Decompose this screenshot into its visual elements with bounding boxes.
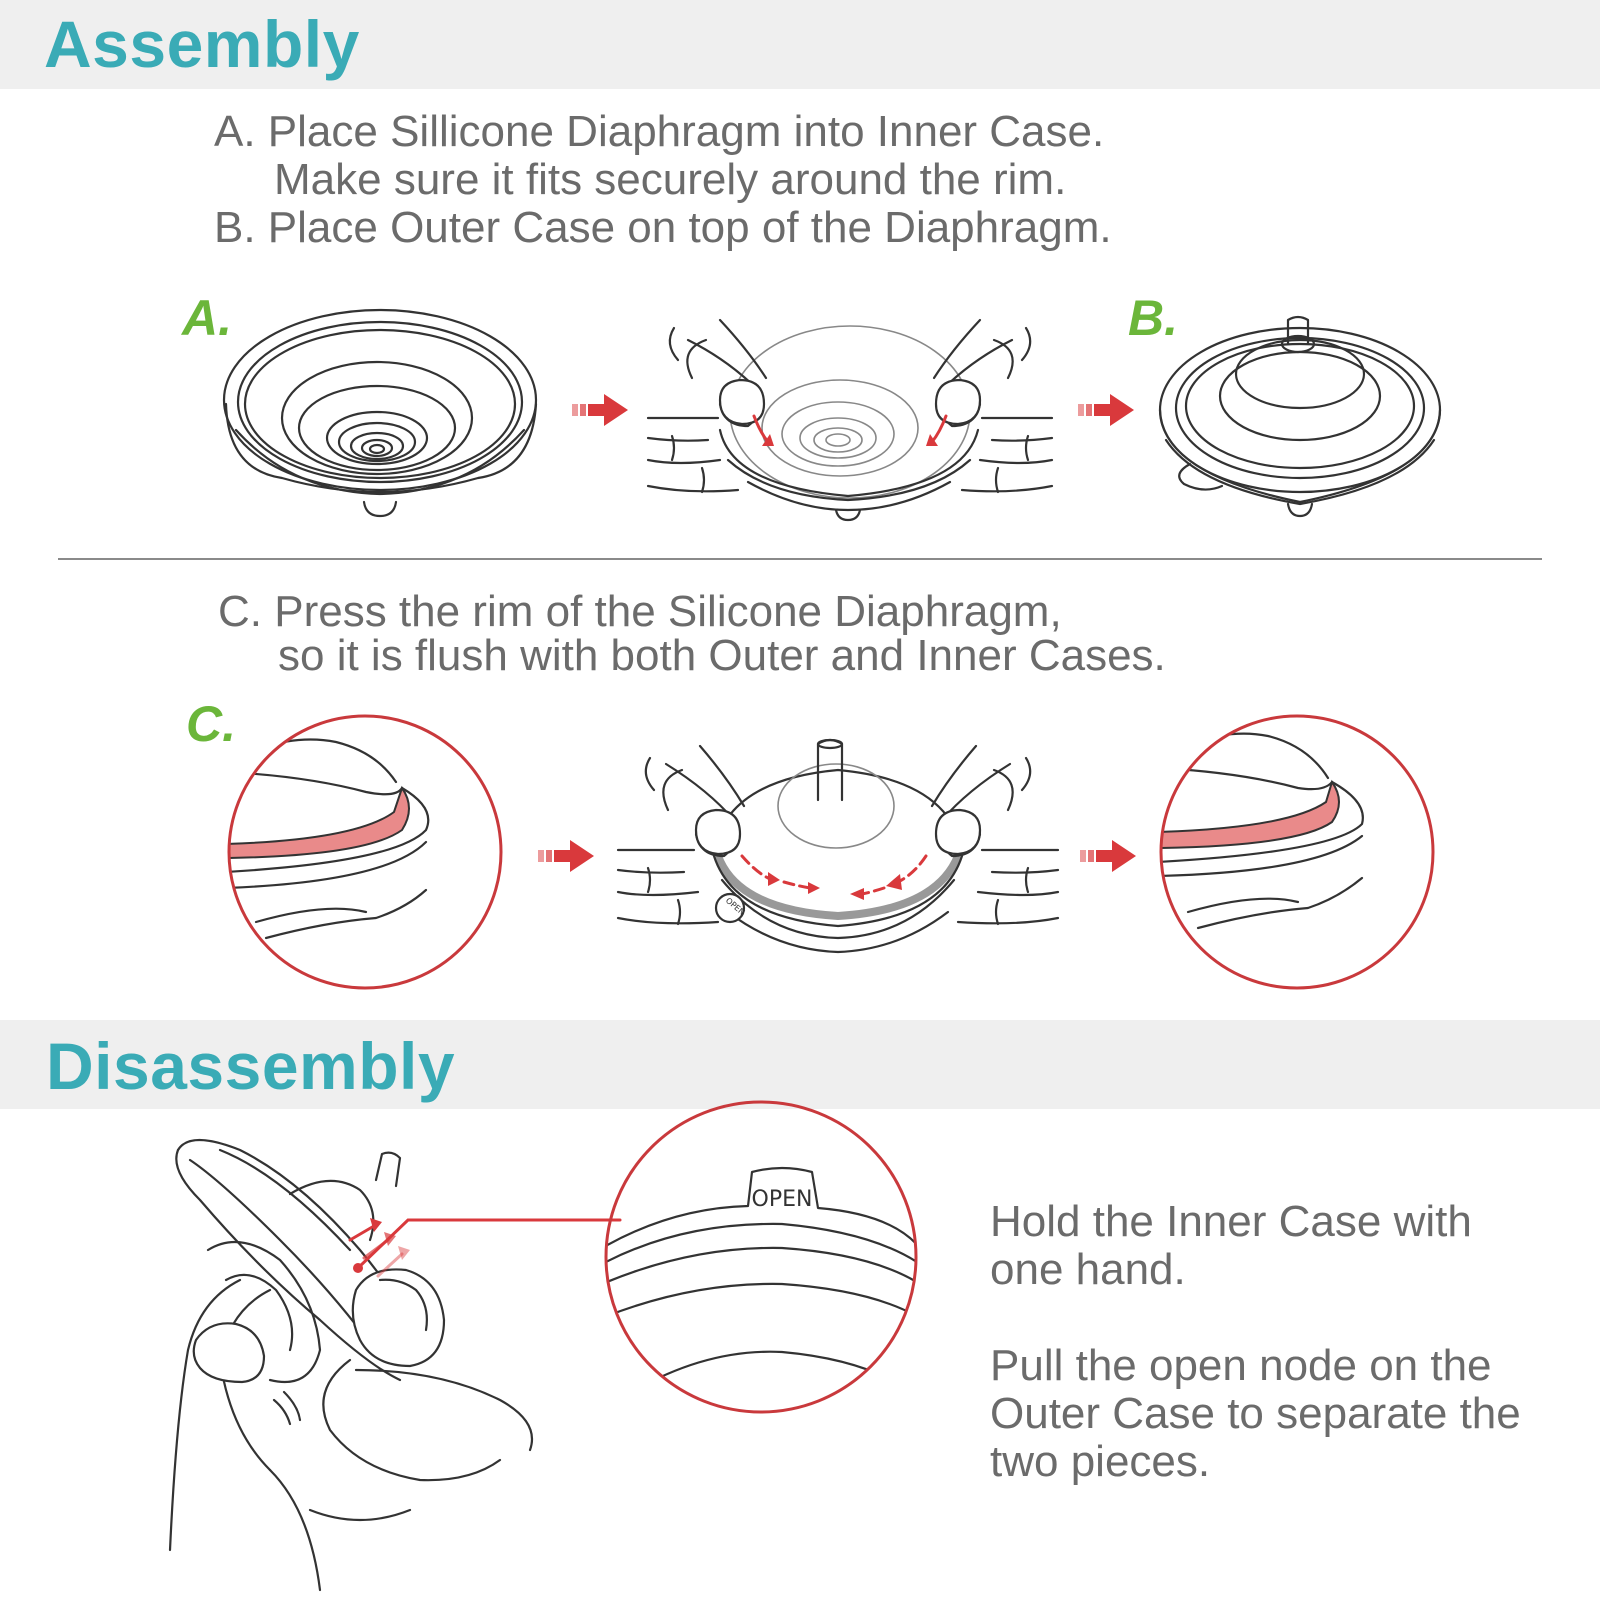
instruction-c-line1: C. Press the rim of the Silicone Diaphra… <box>218 587 1062 636</box>
disassembly-instruction-2: Pull the open node on the Outer Case to … <box>990 1341 1521 1486</box>
open-node-label: OPEN <box>752 1187 813 1212</box>
step-label-a: A. <box>182 290 232 346</box>
open-node-detail-circle: OPEN <box>604 1100 918 1414</box>
press-rim-illustration: OPEN <box>616 738 1060 954</box>
rim-detail-before-circle <box>227 714 503 990</box>
assembly-title: Assembly <box>44 7 360 81</box>
step-label-c: C. <box>186 696 236 752</box>
arrow-press-to-b <box>1078 394 1134 426</box>
arrow-press-to-c-after <box>1080 840 1136 872</box>
instruction-c-line2: so it is flush with both Outer and Inner… <box>278 631 1166 680</box>
arrow-a-to-press <box>572 394 628 426</box>
section-divider <box>58 558 1542 560</box>
disassembly-instruction-1: Hold the Inner Case with one hand. <box>990 1197 1472 1294</box>
disassembly-title: Disassembly <box>46 1029 456 1103</box>
instructions-ab: A. Place Sillicone Diaphragm into Inner … <box>214 108 1112 252</box>
press-diaphragm-illustration <box>646 318 1054 522</box>
step-label-b: B. <box>1128 290 1178 346</box>
arrow-c-before-to-press <box>538 840 594 872</box>
inner-case-illustration <box>222 308 538 518</box>
assembled-case-illustration <box>1158 315 1442 518</box>
disassembly-header: Disassembly <box>0 1020 1600 1109</box>
hand-holding-case-illustration <box>168 1139 622 1592</box>
instructions-c: C. Press the rim of the Silicone Diaphra… <box>218 590 1166 678</box>
assembly-header: Assembly <box>0 0 1600 89</box>
instruction-a-line2: Make sure it fits securely around the ri… <box>274 155 1067 204</box>
instruction-b: B. Place Outer Case on top of the Diaphr… <box>214 203 1112 252</box>
rim-detail-after-circle <box>1159 714 1435 990</box>
instruction-a-line1: A. Place Sillicone Diaphragm into Inner … <box>214 107 1105 156</box>
